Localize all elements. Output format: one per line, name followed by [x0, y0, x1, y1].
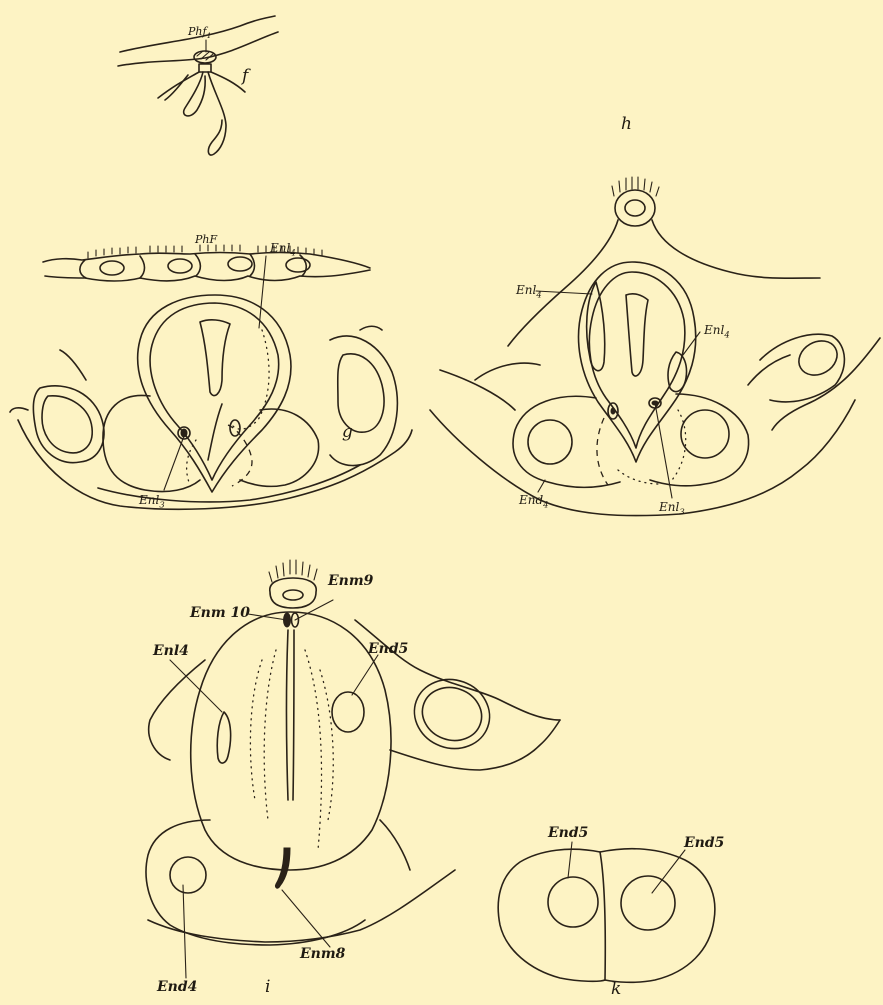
label-i-end4: End4	[157, 980, 197, 994]
figure-letter-h: h	[621, 116, 632, 133]
label-i-enm9: Enm9	[328, 574, 373, 588]
label-k-end5-right: End5	[684, 836, 724, 850]
label-i-enm10: Enm 10	[190, 606, 250, 620]
figure-letter-f: f	[242, 68, 248, 85]
figure-g-drawing	[10, 245, 412, 509]
figure-k-drawing	[498, 849, 715, 983]
label-i-enl4: Enl4	[153, 644, 189, 658]
label-h-enl3: Enl3	[659, 501, 685, 516]
figure-letter-i: i	[265, 979, 270, 996]
leader-lines	[164, 40, 700, 978]
label-h-enl4-left: Enl4	[516, 284, 542, 299]
label-phf: PhF	[195, 234, 217, 248]
label-i-end5: End5	[368, 642, 408, 656]
label-g-enl3: Enl3	[139, 494, 165, 509]
label-i-enm8: Enm8	[300, 947, 345, 961]
label-k-end5-left: End5	[548, 826, 588, 840]
label-h-enl4-right: Enl4	[704, 324, 730, 339]
figure-letter-k: k	[611, 981, 621, 998]
figure-letter-g: g	[342, 424, 353, 441]
label-h-end4: End4	[519, 494, 549, 509]
label-phf1: Phf1	[188, 26, 211, 40]
figure-h-drawing	[430, 177, 880, 516]
label-g-enl4: Enl4	[270, 242, 296, 257]
